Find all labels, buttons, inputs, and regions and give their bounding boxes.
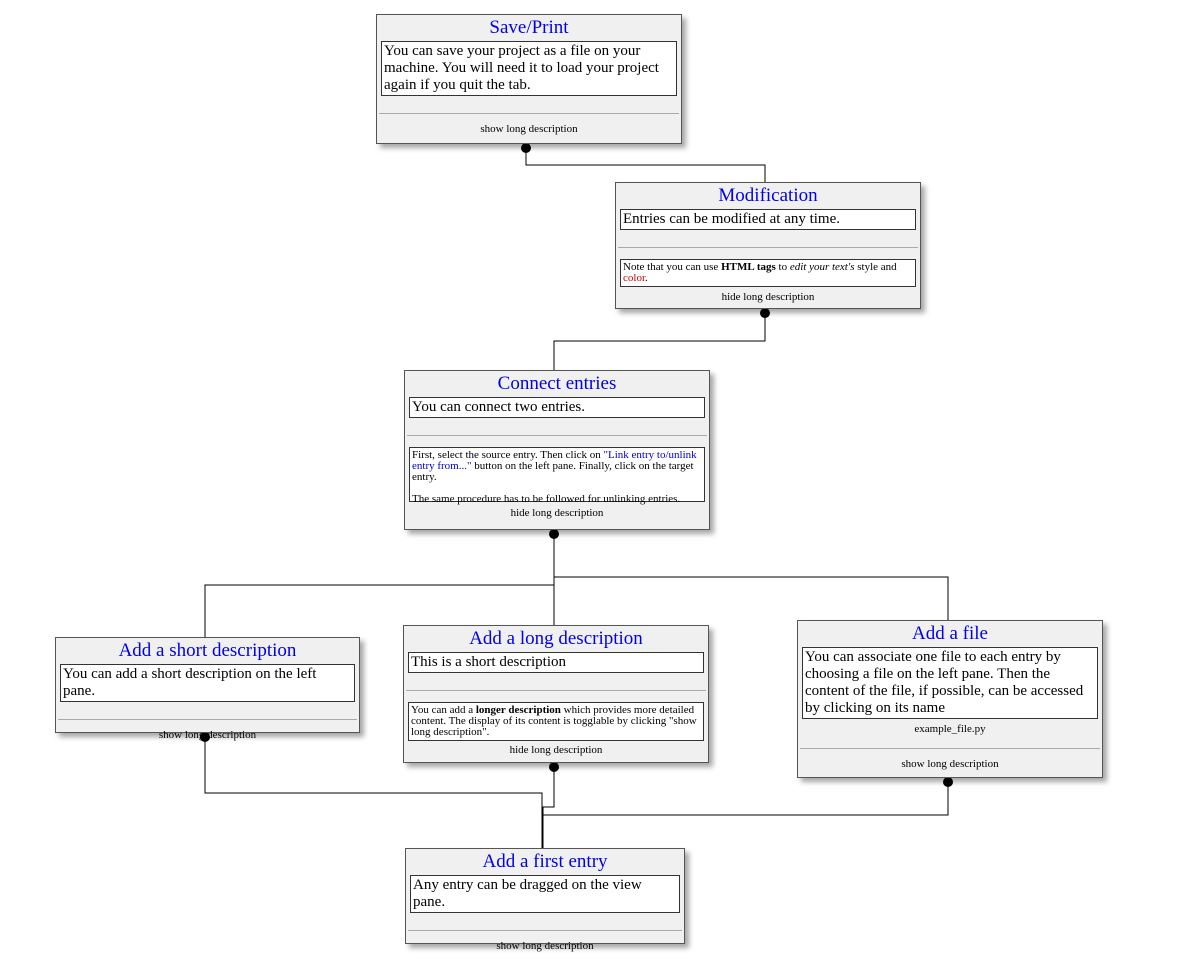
toggle-long-description[interactable]: show long description	[480, 123, 578, 135]
entry-add-first-entry[interactable]: Add a first entry Any entry can be dragg…	[405, 848, 685, 952]
long-text: First, select the source entry. Then cli…	[412, 449, 604, 461]
long-description: You can add a longer description which p…	[408, 702, 704, 741]
entry-title[interactable]: Add a first entry	[482, 851, 608, 872]
entry-connect-entries[interactable]: Connect entries You can connect two entr…	[404, 370, 710, 530]
anchor-dot	[760, 308, 770, 318]
short-description: You can add a short description on the l…	[60, 664, 355, 702]
long-text: style and	[854, 261, 897, 273]
toggle-long-description[interactable]: show long description	[158, 729, 257, 741]
separator	[406, 690, 706, 691]
separator	[408, 930, 682, 931]
toggle-long-description[interactable]: hide long description	[510, 507, 604, 519]
entry-title[interactable]: Modification	[718, 185, 818, 206]
entry-title[interactable]: Add a short description	[118, 640, 297, 661]
anchor-dot	[943, 777, 953, 787]
long-description: Note that you can use HTML tags to edit …	[620, 259, 916, 287]
entry-add-short-description[interactable]: Add a short description You can add a sh…	[55, 637, 360, 741]
long-text: which provides more detailed content. Th…	[411, 704, 697, 738]
link-save-modification	[525, 148, 766, 183]
file-link[interactable]: example_file.py	[914, 723, 986, 735]
separator	[800, 748, 1100, 749]
long-text: button on the left pane. Finally, click …	[412, 460, 694, 483]
link-modification-connect	[553, 313, 766, 371]
short-description: You can connect two entries.	[409, 397, 705, 418]
link-connect-short	[204, 534, 555, 638]
short-description: Entries can be modified at any time.	[620, 209, 916, 230]
entry-add-long-description[interactable]: Add a long description This is a short d…	[403, 625, 709, 763]
toggle-long-description[interactable]: hide long description	[721, 291, 815, 303]
toggle-long-description[interactable]: show long description	[901, 758, 999, 770]
separator	[407, 435, 707, 436]
entry-modification[interactable]: Modification Entries can be modified at …	[615, 182, 921, 309]
entry-title[interactable]: Connect entries	[497, 373, 617, 394]
short-description: Any entry can be dragged on the view pan…	[410, 875, 680, 913]
anchor-dot	[549, 762, 559, 772]
entry-save-print[interactable]: Save/Print You can save your project as …	[376, 14, 682, 144]
long-description: First, select the source entry. Then cli…	[409, 447, 705, 505]
long-red-text: color	[623, 272, 645, 284]
short-description: You can associate one file to each entry…	[802, 647, 1098, 719]
entry-title[interactable]: Add a long description	[469, 628, 643, 649]
toggle-long-description[interactable]: show long description	[496, 940, 594, 952]
link-file-first	[541, 782, 949, 849]
short-description: You can save your project as a file on y…	[381, 41, 677, 96]
long-text: You can add a	[411, 704, 476, 716]
long-text: Note that you can use	[623, 261, 722, 273]
long-link-text: "Link entry to/unlink entry from..."	[412, 449, 697, 472]
long-bold-text: longer description	[475, 704, 561, 716]
long-text: .	[645, 272, 648, 284]
separator	[379, 113, 679, 114]
entry-title[interactable]: Save/Print	[489, 17, 569, 38]
entry-add-file[interactable]: Add a file You can associate one file to…	[797, 620, 1103, 778]
separator	[58, 719, 357, 720]
anchor-dot	[200, 732, 210, 742]
long-text: to	[775, 261, 790, 273]
separator	[618, 247, 918, 248]
anchor-dot	[521, 143, 531, 153]
long-text: The same procedure has to be followed fo…	[412, 493, 681, 505]
link-connect-file	[553, 534, 949, 621]
anchor-dot	[549, 529, 559, 539]
link-long-first	[542, 767, 555, 849]
short-description: This is a short description	[408, 652, 704, 673]
entry-title[interactable]: Add a file	[912, 623, 988, 644]
long-italic-text: edit your text's	[789, 261, 855, 273]
long-bold-text: HTML tags	[721, 261, 776, 273]
toggle-long-description[interactable]: hide long description	[509, 744, 603, 756]
